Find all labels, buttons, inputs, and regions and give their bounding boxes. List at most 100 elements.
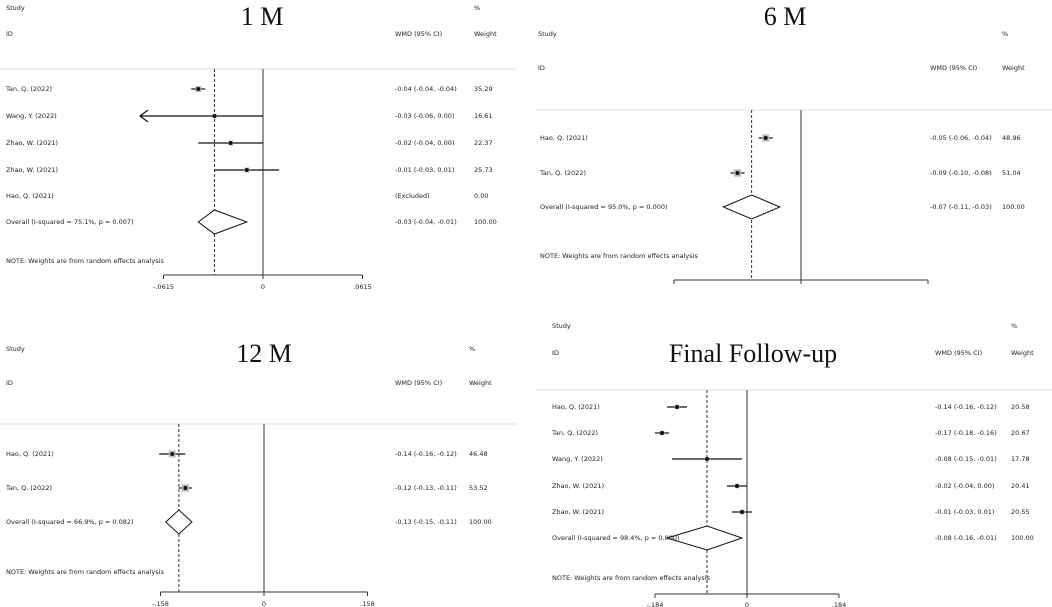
- header-effect: WMD (95% CI): [935, 349, 982, 357]
- study-weight: 20.55: [1011, 508, 1030, 516]
- x-tick-label: .184: [832, 601, 846, 607]
- study-label: Wang, Y. (2022): [552, 455, 603, 463]
- study-weight: 46.48: [469, 450, 488, 458]
- overall-weight: 100.00: [1011, 534, 1034, 542]
- study-weight: 0.00: [474, 192, 488, 200]
- point-estimate: [228, 141, 233, 145]
- overall-weight: 100.00: [469, 518, 492, 526]
- header-id: ID: [6, 379, 13, 387]
- study-ci-text: -0.17 (-0.18, -0.16): [935, 429, 997, 437]
- study-ci-text: -0.02 (-0.04, 0.00): [935, 482, 994, 490]
- x-tick-label: -.184: [647, 601, 664, 607]
- overall-diamond: [197, 209, 249, 235]
- header-effect: WMD (95% CI): [395, 379, 442, 387]
- header-study: Study: [6, 4, 25, 12]
- x-tick-label: 0: [745, 601, 749, 607]
- overall-ci-text: -0.03 (-0.04, -0.01): [395, 218, 457, 226]
- header-percent: %: [1011, 322, 1017, 330]
- study-label: Hao, Q. (2021): [6, 192, 54, 200]
- overall-diamond: [165, 509, 193, 535]
- study-label: Zhao, W. (2021): [6, 139, 58, 147]
- x-tick-label: .0615: [353, 283, 372, 291]
- study-ci-text: -0.03 (-0.06, 0.00): [395, 112, 454, 120]
- study-ci-text: -0.02 (-0.04, 0.00): [395, 139, 454, 147]
- study-ci-text: -0.12 (-0.13, -0.11): [395, 484, 457, 492]
- overall-label: Overall (I-squared = 98.4%, p = 0.000): [552, 534, 680, 542]
- study-weight: 51.04: [1002, 169, 1021, 177]
- weights-note: NOTE: Weights are from random effects an…: [540, 252, 698, 260]
- overall-label: Overall (I-squared = 66.9%, p = 0.082): [6, 518, 134, 526]
- study-weight: 48.96: [1002, 134, 1021, 142]
- study-label: Tan, Q. (2022): [551, 429, 598, 437]
- study-label: Tan, Q. (2022): [539, 169, 586, 177]
- point-estimate: [183, 486, 188, 490]
- header-percent: %: [1002, 30, 1008, 38]
- ci-arrow-left: [139, 109, 149, 123]
- header-study: Study: [6, 345, 25, 353]
- point-estimate: [244, 168, 249, 172]
- study-ci-text: -0.08 (-0.15, -0.01): [935, 455, 997, 463]
- study-weight: 20.58: [1011, 403, 1030, 411]
- study-weight: 25.73: [474, 166, 493, 174]
- header-percent: %: [474, 4, 480, 12]
- panel-title: 12 M: [236, 339, 292, 368]
- study-label: Tan, Q. (2022): [5, 85, 52, 93]
- study-weight: 35.29: [474, 85, 493, 93]
- header-effect: WMD (95% CI): [930, 64, 977, 72]
- point-estimate: [740, 510, 744, 514]
- point-estimate: [660, 431, 664, 435]
- point-estimate: [735, 484, 739, 488]
- point-estimate: [763, 136, 768, 140]
- study-weight: 16.61: [474, 112, 493, 120]
- header-study: Study: [538, 30, 557, 38]
- header-effect: WMD (95% CI): [395, 30, 442, 38]
- header-id: ID: [538, 64, 545, 72]
- x-tick-label: -.158: [152, 600, 169, 607]
- header-weight: Weight: [469, 379, 492, 387]
- overall-label: Overall (I-squared = 95.0%, p = 0.000): [540, 203, 668, 211]
- point-estimate: [675, 405, 679, 409]
- header-weight: Weight: [1011, 349, 1034, 357]
- study-ci-text: (Excluded): [395, 192, 430, 200]
- study-ci-text: -0.05 (-0.06, -0.04): [930, 134, 992, 142]
- point-estimate: [196, 87, 201, 91]
- study-label: Zhao, W. (2021): [552, 508, 604, 516]
- panel-title: Final Follow-up: [669, 339, 837, 368]
- weights-note: NOTE: Weights are from random effects an…: [6, 257, 164, 265]
- point-estimate: [212, 114, 217, 118]
- header-study: Study: [552, 322, 571, 330]
- overall-ci-text: -0.08 (-0.16, -0.01): [935, 534, 997, 542]
- study-label: Zhao, W. (2021): [552, 482, 604, 490]
- study-ci-text: -0.09 (-0.10, -0.08): [930, 169, 992, 177]
- header-percent: %: [469, 345, 475, 353]
- overall-diamond: [665, 525, 744, 551]
- study-label: Wang, Y. (2022): [6, 112, 57, 120]
- point-estimate: [170, 452, 175, 456]
- x-tick-label: .158: [360, 600, 374, 607]
- study-ci-text: -0.14 (-0.16, -0.12): [935, 403, 997, 411]
- study-label: Tan, Q. (2022): [5, 484, 52, 492]
- overall-diamond: [722, 194, 782, 220]
- study-ci-text: -0.14 (-0.16, -0.12): [395, 450, 457, 458]
- x-tick-label: -.0615: [153, 283, 174, 291]
- study-weight: 53.52: [469, 484, 488, 492]
- study-weight: 20.67: [1011, 429, 1030, 437]
- panel-title: 6 M: [764, 2, 807, 31]
- study-ci-text: -0.04 (-0.04, -0.04): [395, 85, 457, 93]
- header-weight: Weight: [474, 30, 497, 38]
- header-id: ID: [6, 30, 13, 38]
- weights-note: NOTE: Weights are from random effects an…: [6, 568, 164, 576]
- study-label: Hao, Q. (2021): [552, 403, 600, 411]
- point-estimate: [735, 171, 740, 175]
- header-weight: Weight: [1002, 64, 1025, 72]
- overall-weight: 100.00: [1002, 203, 1025, 211]
- overall-ci-text: -0.13 (-0.15, -0.11): [395, 518, 457, 526]
- study-ci-text: -0.01 (-0.03, 0.01): [395, 166, 454, 174]
- header-id: ID: [552, 349, 559, 357]
- study-weight: 17.78: [1011, 455, 1030, 463]
- study-label: Zhao, W. (2021): [6, 166, 58, 174]
- study-weight: 20.41: [1011, 482, 1030, 490]
- overall-ci-text: -0.07 (-0.11, -0.03): [930, 203, 992, 211]
- point-estimate: [705, 457, 709, 461]
